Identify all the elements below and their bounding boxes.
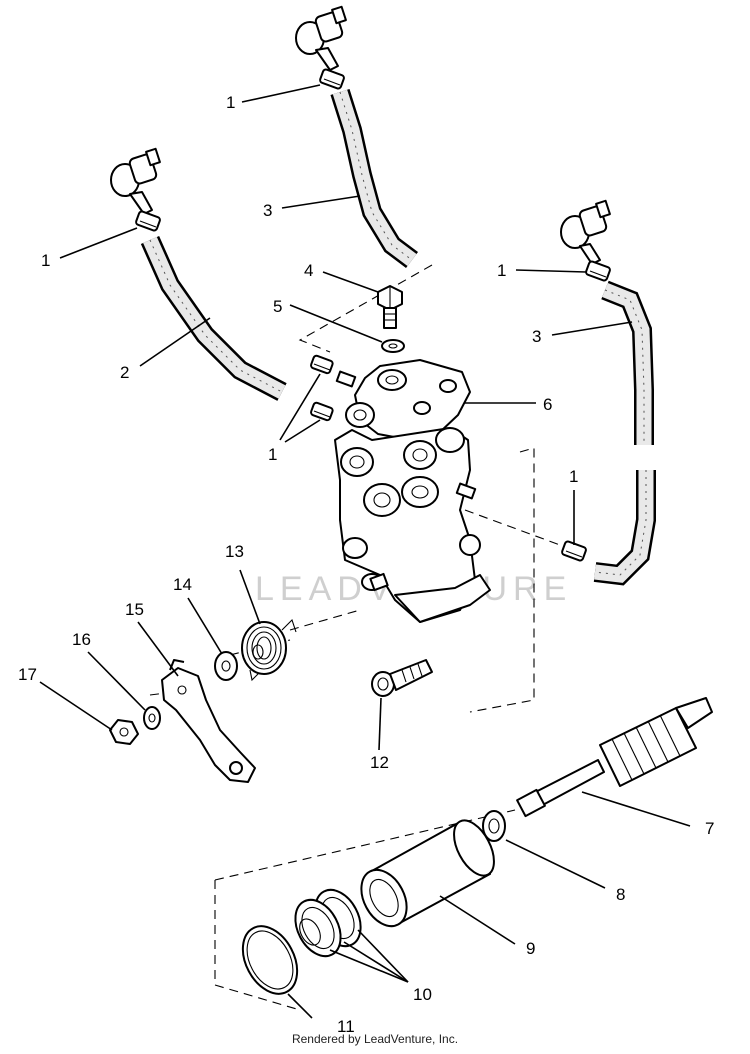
hose-clamp-lower xyxy=(561,540,587,562)
pump-control-lever xyxy=(161,659,256,783)
injector-nozzle-top xyxy=(295,5,347,71)
oil-line-hose-3-top xyxy=(330,88,418,268)
callout-labels: 1 1 1 1 1 2 3 3 4 5 6 7 8 9 10 11 12 13 … xyxy=(18,93,714,1036)
callout-11: 11 xyxy=(337,1017,355,1036)
hose-clamp-top xyxy=(319,68,345,90)
mounting-screw xyxy=(371,659,433,697)
callout-10: 10 xyxy=(413,985,432,1004)
callout-6: 6 xyxy=(543,395,552,414)
thrust-washer xyxy=(482,810,506,842)
callout-3-right: 3 xyxy=(532,327,541,346)
hose-clamp-pair-lower xyxy=(310,401,334,422)
drive-gear-shaft xyxy=(516,697,713,818)
spring-washer xyxy=(214,651,238,681)
callout-16: 16 xyxy=(72,630,91,649)
injector-nozzle-right xyxy=(560,199,611,265)
oil-seals xyxy=(294,888,362,958)
callout-1-left: 1 xyxy=(41,251,50,270)
hose-clamp-left xyxy=(135,210,161,232)
injector-nozzle-left xyxy=(110,147,161,215)
callout-5: 5 xyxy=(273,297,282,316)
callout-2: 2 xyxy=(120,363,129,382)
banjo-bolt xyxy=(377,285,403,329)
callout-leader-lines xyxy=(39,84,691,1019)
callout-1-pair: 1 xyxy=(268,445,277,464)
lever-nut xyxy=(109,719,139,745)
callout-7: 7 xyxy=(705,819,714,838)
callout-17: 17 xyxy=(18,665,37,684)
callout-9: 9 xyxy=(526,939,535,958)
shaft-bushing xyxy=(360,819,495,928)
callout-1-top: 1 xyxy=(226,93,235,112)
callout-13: 13 xyxy=(225,542,244,561)
hose-clamp-right xyxy=(585,260,611,282)
rendered-by-credit: Rendered by LeadVenture, Inc. xyxy=(291,1032,459,1046)
hose-clamp-pair-upper xyxy=(310,354,334,375)
callout-4: 4 xyxy=(304,261,313,280)
oil-line-hose-3-right xyxy=(601,280,654,445)
lever-washer xyxy=(143,706,161,730)
callout-15: 15 xyxy=(125,600,144,619)
callout-12: 12 xyxy=(370,753,389,772)
oil-line-hose-lower xyxy=(593,470,656,586)
snap-ring xyxy=(241,925,299,995)
oil-pump-body xyxy=(334,359,491,623)
callout-8: 8 xyxy=(616,885,625,904)
callout-14: 14 xyxy=(173,575,192,594)
callout-3-top: 3 xyxy=(263,201,272,220)
return-spring xyxy=(241,618,297,682)
oil-line-hose-2 xyxy=(140,235,287,401)
callout-1-right: 1 xyxy=(497,261,506,280)
sealing-washer xyxy=(381,339,405,353)
callout-1-lower: 1 xyxy=(569,467,578,486)
